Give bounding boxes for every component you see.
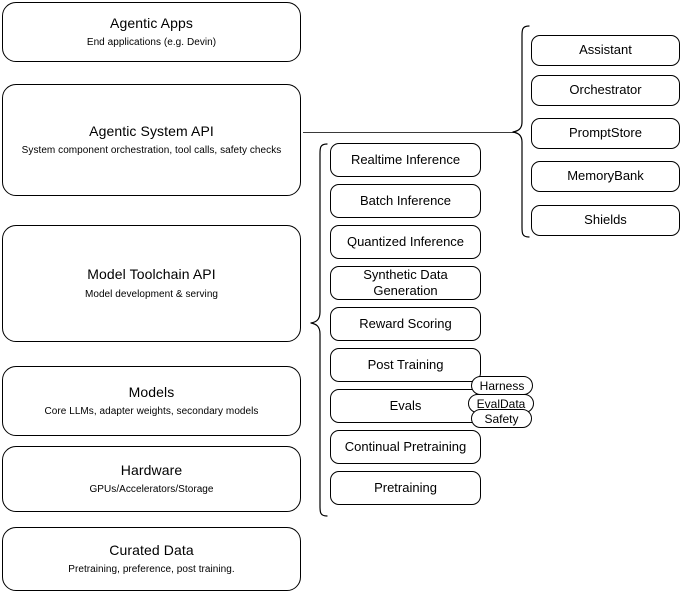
capability-label: Post Training bbox=[367, 356, 444, 372]
layer-box-agentic-apps[interactable]: Agentic Apps End applications (e.g. Devi… bbox=[2, 2, 301, 62]
eval-pill-label: Safety bbox=[484, 411, 519, 426]
capability-box-reward-scoring[interactable]: Reward Scoring bbox=[330, 307, 481, 341]
layer-subtitle: Core LLMs, adapter weights, secondary mo… bbox=[44, 406, 259, 417]
layer-title: Curated Data bbox=[109, 541, 194, 558]
capability-box-post-training[interactable]: Post Training bbox=[330, 348, 481, 382]
brace-agentic-system-icon bbox=[512, 25, 530, 238]
layer-box-model-toolchain-api[interactable]: Model Toolchain API Model development & … bbox=[2, 225, 301, 342]
capability-box-pretraining[interactable]: Pretraining bbox=[330, 471, 481, 505]
layer-box-curated-data[interactable]: Curated Data Pretraining, preference, po… bbox=[2, 527, 301, 591]
layer-box-agentic-system-api[interactable]: Agentic System API System component orch… bbox=[2, 84, 301, 196]
eval-pill-safety[interactable]: Safety bbox=[471, 409, 532, 428]
capability-label: Batch Inference bbox=[359, 192, 452, 208]
layer-title: Agentic Apps bbox=[110, 14, 193, 31]
component-box-shields[interactable]: Shields bbox=[531, 205, 680, 236]
eval-pill-label: Harness bbox=[479, 378, 525, 393]
component-box-orchestrator[interactable]: Orchestrator bbox=[531, 75, 680, 106]
capability-label: Realtime Inference bbox=[350, 151, 461, 167]
layer-subtitle: End applications (e.g. Devin) bbox=[86, 37, 217, 48]
capability-label: Reward Scoring bbox=[359, 315, 452, 331]
capability-box-synthetic-data-generation[interactable]: Synthetic Data Generation bbox=[330, 266, 481, 300]
layer-subtitle: GPUs/Accelerators/Storage bbox=[89, 484, 214, 495]
layer-subtitle: Model development & serving bbox=[84, 288, 219, 300]
capability-box-quantized-inference[interactable]: Quantized Inference bbox=[330, 225, 481, 259]
capability-label: Synthetic Data Generation bbox=[363, 266, 448, 298]
capability-label: Continual Pretraining bbox=[344, 438, 467, 454]
component-box-memorybank[interactable]: MemoryBank bbox=[531, 161, 680, 192]
layer-title: Models bbox=[128, 383, 175, 400]
connector-line-agentic-system-api bbox=[303, 132, 515, 133]
layer-box-models[interactable]: Models Core LLMs, adapter weights, secon… bbox=[2, 366, 301, 436]
capability-box-batch-inference[interactable]: Batch Inference bbox=[330, 184, 481, 218]
layer-box-hardware[interactable]: Hardware GPUs/Accelerators/Storage bbox=[2, 446, 301, 512]
capability-box-evals[interactable]: Evals bbox=[330, 389, 481, 423]
layer-subtitle: Pretraining, preference, post training. bbox=[68, 564, 235, 575]
component-label: PromptStore bbox=[569, 125, 642, 141]
brace-model-toolchain-icon bbox=[310, 143, 328, 517]
capability-label: Quantized Inference bbox=[346, 233, 465, 249]
component-label: Assistant bbox=[579, 42, 632, 58]
component-label: Orchestrator bbox=[569, 82, 642, 98]
component-label: MemoryBank bbox=[567, 168, 644, 184]
layer-title: Hardware bbox=[120, 461, 183, 478]
layer-title: Model Toolchain API bbox=[87, 266, 216, 282]
capability-label: Evals bbox=[389, 397, 422, 413]
component-label: Shields bbox=[584, 212, 627, 228]
eval-pill-label: EvalData bbox=[476, 396, 526, 411]
component-box-assistant[interactable]: Assistant bbox=[531, 35, 680, 66]
layer-title: Agentic System API bbox=[89, 122, 214, 139]
capability-box-continual-pretraining[interactable]: Continual Pretraining bbox=[330, 430, 481, 464]
capability-box-realtime-inference[interactable]: Realtime Inference bbox=[330, 143, 481, 177]
capability-label: Pretraining bbox=[374, 479, 437, 495]
component-box-promptstore[interactable]: PromptStore bbox=[531, 118, 680, 149]
layer-subtitle: System component orchestration, tool cal… bbox=[21, 145, 282, 156]
eval-pill-harness[interactable]: Harness bbox=[471, 376, 533, 395]
